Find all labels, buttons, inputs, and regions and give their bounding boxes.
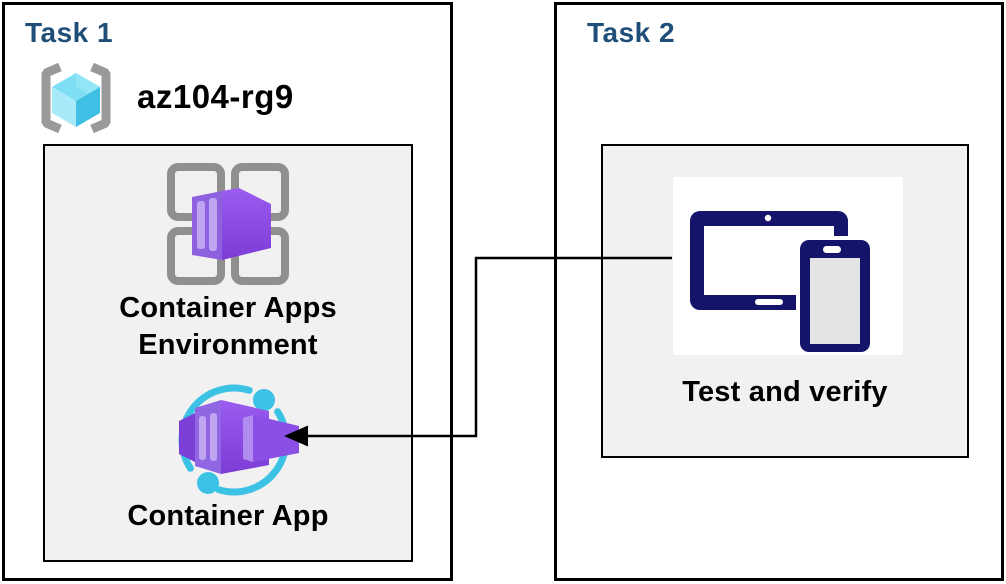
verify-panel: Test and verify	[601, 144, 969, 458]
environment-panel: Container Apps Environment	[43, 144, 413, 562]
resource-group-row: az104-rg9	[34, 60, 434, 140]
azure-resource-group-icon	[41, 62, 111, 134]
task2-title: Task 2	[587, 17, 676, 48]
resource-group-label: az104-rg9	[137, 78, 294, 115]
devices-icon-background	[673, 177, 903, 356]
tablet-and-phone-icon	[690, 211, 874, 356]
test-and-verify-label: Test and verify	[682, 376, 888, 408]
container-app-icon	[178, 384, 299, 496]
container-app-label: Container App	[127, 500, 329, 532]
task1-title: Task 1	[25, 17, 114, 48]
container-apps-environment-icon	[167, 163, 289, 285]
task2-panel: Task 2 Test and verify	[554, 2, 1004, 581]
environment-label: Container Apps Environment	[119, 292, 337, 361]
task1-panel: Task 1 az104-rg9	[2, 2, 453, 581]
